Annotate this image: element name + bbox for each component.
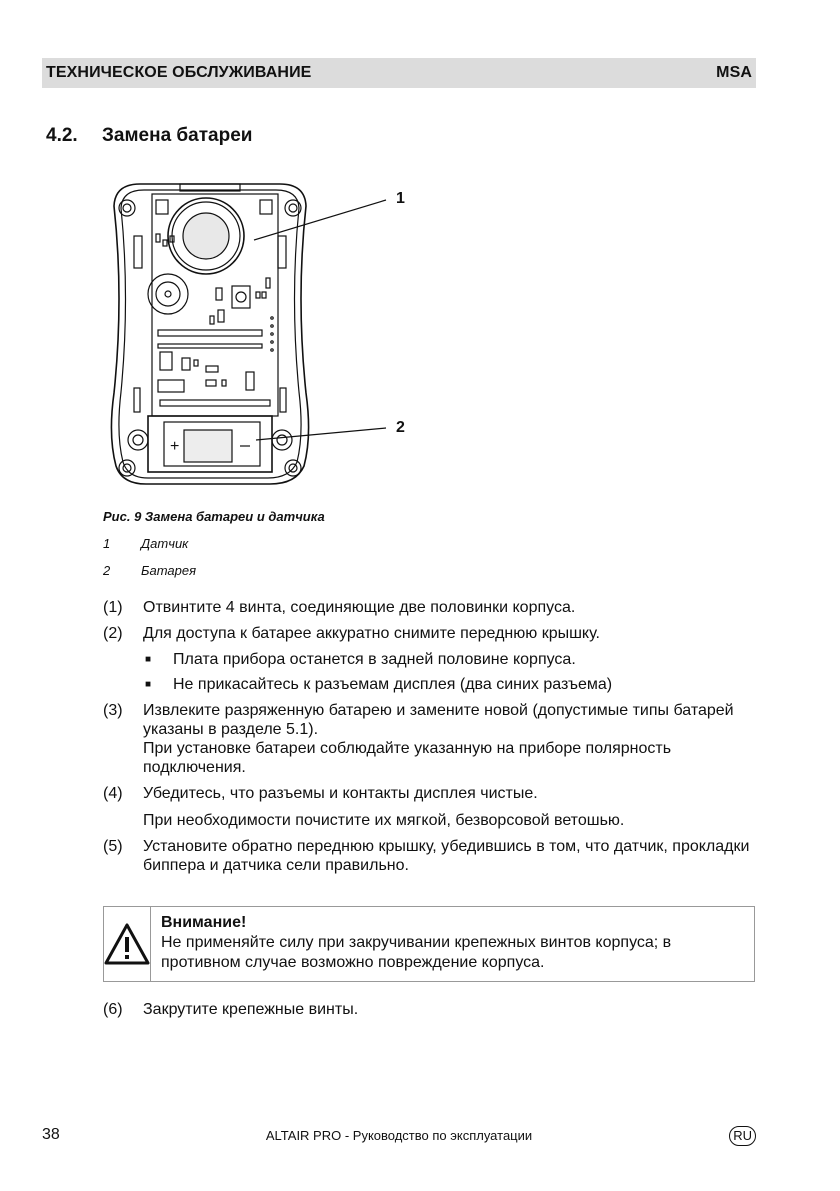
warning-box: Внимание! Не применяйте силу при закручи…	[103, 906, 755, 982]
step-number: (1)	[103, 599, 123, 616]
bullet-text: Не прикасайтесь к разъемам дисплея (два …	[173, 676, 613, 693]
step-3: (3) Извлеките разряженную батарею и заме…	[103, 701, 753, 777]
section-title: Замена батареи	[102, 125, 253, 146]
procedure-steps: (1) Отвинтите 4 винта, соединяющие две п…	[103, 598, 753, 882]
page-footer: 38 ALTAIR PRO - Руководство по эксплуата…	[42, 1126, 756, 1148]
legend-item: 1 Датчик	[103, 536, 188, 551]
battery-replacement-figure: + 1 2	[110, 183, 405, 485]
section-heading: 4.2. Замена батареи	[46, 125, 252, 147]
step-number: (2)	[103, 625, 123, 642]
legend-text: Батарея	[141, 563, 197, 578]
step-4: (4) Убедитесь, что разъемы и контакты ди…	[103, 784, 753, 830]
bullet-marker: ■	[145, 679, 152, 690]
header-section-title: ТЕХНИЧЕСКОЕ ОБСЛУЖИВАНИЕ	[46, 64, 312, 81]
warning-triangle-icon	[104, 923, 150, 965]
step-number: (5)	[103, 838, 123, 855]
language-badge: RU	[729, 1126, 756, 1146]
page-number: 38	[42, 1126, 60, 1143]
step-text: Для доступа к батарее аккуратно снимите …	[143, 625, 600, 642]
step-text: Извлеките разряженную батарею и замените…	[143, 702, 734, 738]
document-title: ALTAIR PRO - Руководство по эксплуатации	[265, 1128, 533, 1143]
step-text: Отвинтите 4 винта, соединяющие две полов…	[143, 599, 576, 616]
step-5: (5) Установите обратно переднюю крышку, …	[103, 837, 753, 875]
bullet-text: Плата прибора останется в задней половин…	[173, 651, 576, 668]
sensor	[167, 197, 245, 275]
warning-text: Не применяйте силу при закручивании креп…	[161, 934, 672, 971]
header-brand: MSA	[716, 64, 752, 81]
step-text: При установке батареи соблюдайте указанн…	[143, 740, 672, 776]
beeper	[147, 273, 189, 315]
callout-line-sensor	[253, 199, 387, 241]
step-text: Закрутите крепежные винты.	[143, 1001, 359, 1018]
device-housing	[110, 183, 310, 485]
legend-number: 2	[103, 563, 111, 578]
step-1: (1) Отвинтите 4 винта, соединяющие две п…	[103, 598, 753, 617]
warning-icon-cell	[104, 907, 151, 981]
legend-item: 2 Батарея	[103, 563, 196, 578]
step-text: Убедитесь, что разъемы и контакты диспле…	[143, 785, 538, 802]
callout-1: 1	[396, 190, 405, 207]
step-2: (2) Для доступа к батарее аккуратно сним…	[103, 624, 753, 643]
step-number: (4)	[103, 785, 123, 802]
bullet-marker: ■	[145, 654, 152, 665]
step-6: (6) Закрутите крепежные винты.	[103, 1001, 358, 1019]
svg-text:+: +	[170, 438, 179, 455]
legend-text: Датчик	[141, 536, 189, 551]
step-number: (6)	[103, 1001, 123, 1018]
bullet-item: ■ Не прикасайтесь к разъемам дисплея (два…	[143, 675, 753, 694]
callout-2: 2	[396, 419, 405, 436]
step-2-bullets: ■ Плата прибора останется в задней полови…	[143, 650, 753, 694]
callout-line-battery	[255, 427, 387, 441]
figure-caption: Рис. 9 Замена батареи и датчика	[103, 509, 325, 524]
step-text: Установите обратно переднюю крышку, убед…	[143, 838, 750, 874]
warning-content: Внимание! Не применяйте силу при закручи…	[151, 907, 754, 981]
battery-compartment	[147, 415, 273, 473]
step-number: (3)	[103, 702, 123, 719]
page-header: ТЕХНИЧЕСКОЕ ОБСЛУЖИВАНИЕ MSA	[42, 58, 756, 88]
legend-number: 1	[103, 536, 111, 551]
warning-title: Внимание!	[161, 914, 247, 931]
step-text: При необходимости почистите их мягкой, б…	[143, 812, 625, 829]
battery	[183, 429, 233, 463]
section-number: 4.2.	[46, 125, 78, 146]
bullet-item: ■ Плата прибора останется в задней полови…	[143, 650, 753, 669]
